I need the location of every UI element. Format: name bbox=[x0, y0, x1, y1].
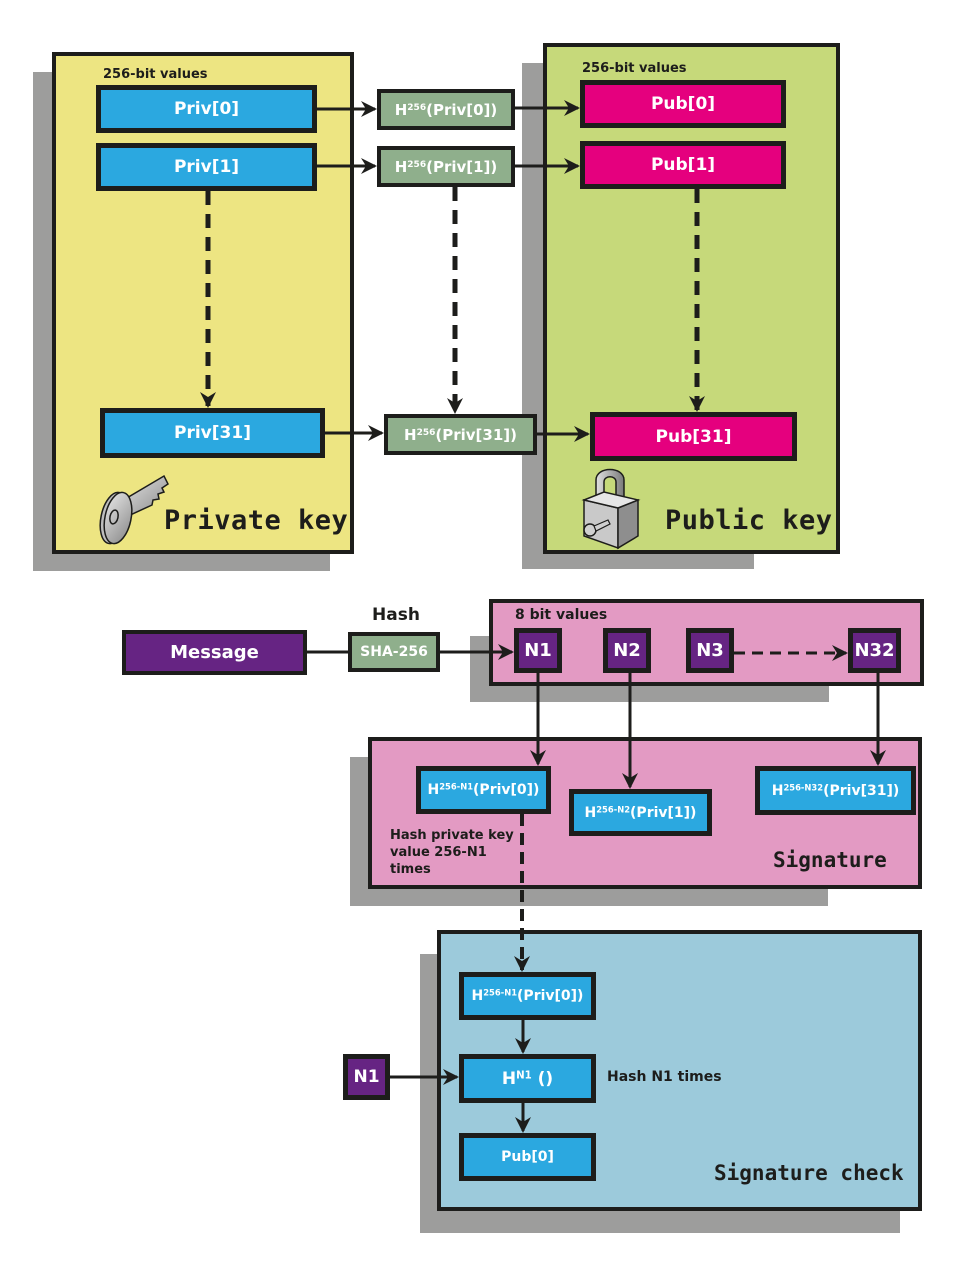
priv-0-box: Priv[0] bbox=[96, 85, 317, 133]
check-title: Signature check bbox=[714, 1161, 904, 1185]
check-step1-label: H256-N1(Priv[0]) bbox=[471, 987, 584, 1004]
pub-31-label: Pub[31] bbox=[655, 426, 732, 447]
n2-box: N2 bbox=[603, 628, 651, 673]
sha256-label: SHA-256 bbox=[360, 644, 428, 660]
check-step2-box: HN1 () bbox=[459, 1054, 596, 1103]
pub-0-box: Pub[0] bbox=[580, 80, 786, 128]
sig-item-1-box: H256-N2(Priv[1]) bbox=[569, 789, 712, 836]
n3-label: N3 bbox=[696, 640, 724, 661]
hash-label: Hash bbox=[372, 605, 420, 625]
check-step1-box: H256-N1(Priv[0]) bbox=[459, 972, 596, 1020]
priv-0-label: Priv[0] bbox=[173, 99, 240, 119]
pub-1-box: Pub[1] bbox=[580, 141, 786, 189]
message-label: Message bbox=[170, 642, 259, 663]
private-key-title: Private key bbox=[164, 505, 349, 536]
check-n1-box: N1 bbox=[343, 1054, 390, 1100]
sig-note-line-1: Hash private key bbox=[390, 828, 514, 843]
sig-item-0-box: H256-N1(Priv[0]) bbox=[416, 766, 551, 814]
check-n1-label: N1 bbox=[353, 1067, 380, 1087]
sig-note: Hash private key value 256-N1 times bbox=[390, 827, 514, 878]
n1-box: N1 bbox=[514, 628, 562, 673]
sha256-box: SHA-256 bbox=[348, 632, 440, 672]
check-step2-note: Hash N1 times bbox=[607, 1069, 722, 1085]
key-icon bbox=[99, 474, 169, 545]
pub-31-box: Pub[31] bbox=[590, 412, 797, 461]
public-key-panel bbox=[543, 43, 840, 554]
n2-label: N2 bbox=[613, 640, 641, 661]
hash-priv-31-box: H256(Priv[31]) bbox=[384, 414, 537, 455]
priv-31-label: Priv[31] bbox=[174, 423, 251, 443]
sig-item-31-box: H256-N32(Priv[31]) bbox=[755, 766, 916, 815]
sig-item-31-label: H256-N32(Priv[31]) bbox=[771, 781, 900, 799]
signature-title: Signature bbox=[773, 848, 887, 872]
hash-priv-1-label: H256(Priv[1]) bbox=[394, 157, 498, 176]
priv-1-label: Priv[1] bbox=[173, 157, 240, 177]
pub-1-label: Pub[1] bbox=[650, 155, 716, 175]
check-result-label: Pub[0] bbox=[501, 1149, 554, 1165]
public-values-header: 256-bit values bbox=[582, 61, 687, 76]
sig-item-1-label: H256-N2(Priv[1]) bbox=[584, 803, 697, 821]
private-values-header: 256-bit values bbox=[103, 67, 208, 82]
private-key-panel bbox=[52, 52, 354, 554]
hash-priv-0-label: H256(Priv[0]) bbox=[394, 100, 498, 119]
hash-priv-31-label: H256(Priv[31]) bbox=[404, 425, 517, 444]
priv-31-box: Priv[31] bbox=[100, 408, 325, 458]
n32-label: N32 bbox=[854, 640, 895, 661]
check-step2-label: HN1 () bbox=[501, 1068, 554, 1089]
sig-item-0-label: H256-N1(Priv[0]) bbox=[427, 781, 540, 798]
public-key-title: Public key bbox=[665, 505, 833, 536]
hash-priv-0-box: H256(Priv[0]) bbox=[377, 89, 515, 130]
priv-1-box: Priv[1] bbox=[96, 143, 317, 191]
sig-note-line-3: times bbox=[390, 862, 431, 877]
n1-label: N1 bbox=[524, 640, 552, 661]
hash-priv-1-box: H256(Priv[1]) bbox=[377, 146, 515, 187]
check-result-box: Pub[0] bbox=[459, 1133, 596, 1181]
n3-box: N3 bbox=[686, 628, 734, 673]
n32-box: N32 bbox=[848, 628, 901, 673]
padlock-icon bbox=[581, 468, 641, 550]
values-panel-header: 8 bit values bbox=[515, 607, 608, 623]
sig-note-line-2: value 256-N1 bbox=[390, 845, 487, 860]
pub-0-label: Pub[0] bbox=[650, 94, 716, 114]
message-box: Message bbox=[122, 630, 307, 675]
